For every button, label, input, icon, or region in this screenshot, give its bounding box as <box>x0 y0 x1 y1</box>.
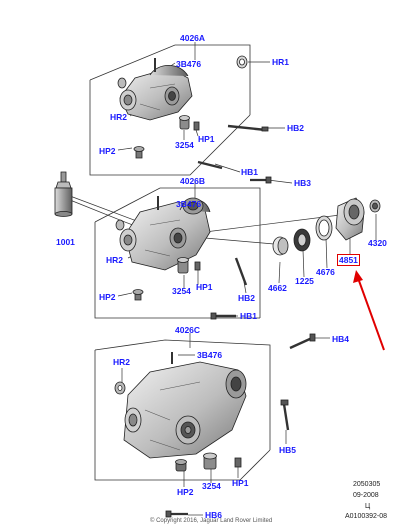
ref-code: 2050305 <box>353 481 381 488</box>
copyright-notice: © Copyright 2016, Jaguar Land Rover Limi… <box>150 518 273 524</box>
ring-4676 <box>315 215 333 241</box>
ref-mark: Ц <box>365 503 371 510</box>
label-hb1-b[interactable]: HB1 <box>240 311 258 321</box>
label-hr2-a[interactable]: HR2 <box>110 112 128 122</box>
bolt-hb2-b <box>234 257 248 286</box>
label-hb6[interactable]: HB6 <box>205 510 223 520</box>
group-frame-4026b <box>94 187 261 319</box>
label-1225[interactable]: 1225 <box>295 276 314 286</box>
label-hr1[interactable]: HR1 <box>272 57 290 67</box>
flange-4851 <box>335 197 365 241</box>
label-4851[interactable]: 4851 <box>337 254 360 266</box>
label-hp2-c[interactable]: HP2 <box>177 487 194 497</box>
parts-group-b <box>115 160 272 320</box>
label-3b476-c[interactable]: 3B476 <box>197 350 223 360</box>
ref-illustration-id: A0100392-08 <box>345 513 388 520</box>
bolt-hb5 <box>282 403 290 431</box>
label-hp2-a[interactable]: HP2 <box>99 146 116 156</box>
label-4026c[interactable]: 4026C <box>175 325 201 335</box>
label-4662[interactable]: 4662 <box>268 283 287 293</box>
label-hb5[interactable]: HB5 <box>279 445 297 455</box>
label-hb2-b[interactable]: HB2 <box>238 293 256 303</box>
seal-hr2-a <box>117 77 127 89</box>
plug-hp1-c <box>234 457 242 468</box>
label-3254-c[interactable]: 3254 <box>202 481 221 491</box>
bolt-hb2-a <box>227 124 267 132</box>
label-hb2-a[interactable]: HB2 <box>287 123 305 133</box>
label-4676[interactable]: 4676 <box>316 267 335 277</box>
seal-stack <box>272 197 381 256</box>
nut-4320 <box>369 199 381 213</box>
label-hb4[interactable]: HB4 <box>332 334 350 344</box>
label-hr2-b[interactable]: HR2 <box>106 255 124 265</box>
label-hp2-b[interactable]: HP2 <box>99 292 116 302</box>
plug-hp1-b <box>194 261 201 271</box>
plug-hp1-a <box>193 121 200 131</box>
label-hb1-a[interactable]: HB1 <box>241 167 259 177</box>
label-hp1-c[interactable]: HP1 <box>232 478 249 488</box>
housing-4026a <box>119 64 193 121</box>
label-hr2-c[interactable]: HR2 <box>113 357 131 367</box>
label-3254-b[interactable]: 3254 <box>172 286 191 296</box>
housing-4026b <box>119 197 211 271</box>
label-4320[interactable]: 4320 <box>368 238 387 248</box>
label-hp1-b[interactable]: HP1 <box>196 282 213 292</box>
label-hp1-a[interactable]: HP1 <box>198 134 215 144</box>
seal-hr2-b <box>115 219 125 231</box>
parts-group-c <box>114 333 316 518</box>
label-3b476-b[interactable]: 3B476 <box>176 199 202 209</box>
housing-4026c <box>123 361 247 459</box>
seal-4662 <box>272 236 289 256</box>
ref-date: 09-2008 <box>353 492 379 499</box>
label-3254-a[interactable]: 3254 <box>175 140 194 150</box>
sealant-bottle-1001 <box>54 171 73 217</box>
label-1001[interactable]: 1001 <box>56 237 75 247</box>
bolt-hb1-a <box>197 160 223 170</box>
group-frame-4026a <box>89 44 251 176</box>
highlight-arrow <box>353 270 385 351</box>
parts-group-a <box>117 55 269 159</box>
label-hb3[interactable]: HB3 <box>294 178 312 188</box>
label-3b476-a[interactable]: 3B476 <box>176 59 202 69</box>
seal-1225 <box>293 228 311 252</box>
label-4026a[interactable]: 4026A <box>180 33 206 43</box>
bolt-hb4 <box>289 336 313 350</box>
label-4026b[interactable]: 4026B <box>180 176 206 186</box>
group-frame-4026c <box>94 339 271 481</box>
